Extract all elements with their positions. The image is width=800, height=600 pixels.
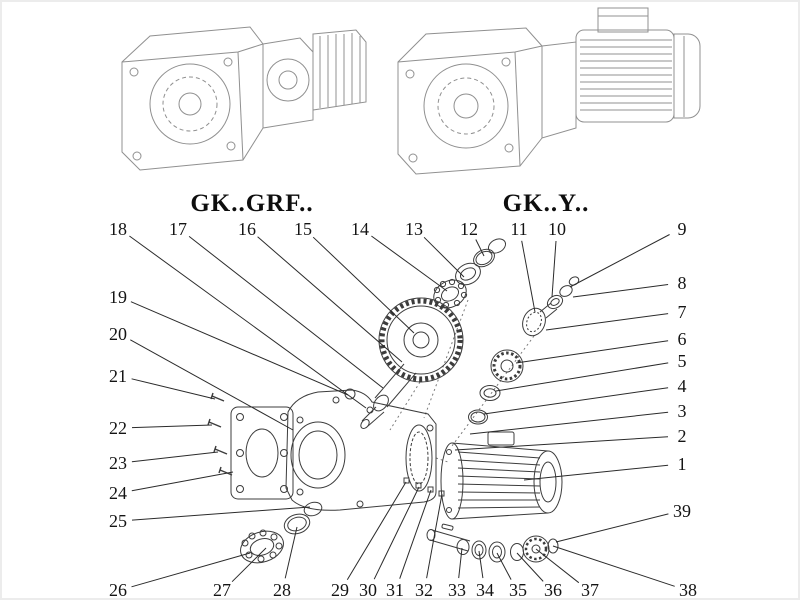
callout-14: 14 [351, 219, 369, 239]
flange-screws [207, 392, 233, 476]
callout-11: 11 [510, 219, 528, 239]
projection-lines [389, 299, 535, 463]
callout-36: 36 [544, 580, 562, 600]
callout-30: 30 [359, 580, 377, 600]
callout-24: 24 [109, 483, 127, 503]
callout-39: 39 [673, 501, 691, 521]
gearbox-y-drawing [397, 7, 701, 175]
variant-title-y: GK..Y.. [502, 190, 590, 217]
callout-35: 35 [509, 580, 527, 600]
exploded-assembly [207, 238, 580, 564]
callout-18: 18 [109, 219, 127, 239]
callout-13: 13 [405, 219, 423, 239]
callout-29: 29 [331, 580, 349, 600]
callout-5: 5 [677, 351, 687, 371]
callout-4: 4 [677, 376, 687, 396]
callout-10: 10 [548, 219, 566, 239]
callout-32: 32 [415, 580, 433, 600]
output-bearing-set [240, 501, 323, 564]
callout-27: 27 [213, 580, 231, 600]
callout-16: 16 [238, 219, 256, 239]
gearbox-grf-drawing [121, 26, 367, 171]
callout-15: 15 [294, 219, 312, 239]
housing-drawing [285, 388, 445, 511]
callout-34: 34 [476, 580, 494, 600]
callout-26: 26 [109, 580, 127, 600]
variant-title-grf: GK..GRF.. [190, 190, 314, 217]
callout-20: 20 [109, 324, 127, 344]
callout-31: 31 [386, 580, 404, 600]
callout-3: 3 [677, 401, 687, 421]
callout-21: 21 [109, 366, 127, 386]
callout-25: 25 [109, 511, 127, 531]
callout-23: 23 [109, 453, 127, 473]
callout-17: 17 [169, 219, 187, 239]
y-motor-drawing [575, 7, 701, 123]
callout-8: 8 [677, 273, 687, 293]
grf-input-fins [312, 29, 367, 111]
callout-19: 19 [109, 287, 127, 307]
callout-33: 33 [448, 580, 466, 600]
motor-shaft-parts [426, 523, 559, 563]
callout-37: 37 [581, 580, 599, 600]
callout-9: 9 [677, 219, 687, 239]
mounting-flange [230, 406, 294, 500]
callout-28: 28 [273, 580, 291, 600]
callout-2: 2 [677, 426, 687, 446]
callout-22: 22 [109, 418, 127, 438]
exploded-motor-drawing [440, 431, 563, 520]
input-bearing-set [433, 238, 507, 309]
pinion-assembly [522, 276, 580, 337]
callout-6: 6 [677, 329, 687, 349]
callout-38: 38 [679, 580, 697, 600]
callout-1: 1 [677, 454, 687, 474]
callout-12: 12 [460, 219, 478, 239]
callout-7: 7 [677, 302, 687, 322]
